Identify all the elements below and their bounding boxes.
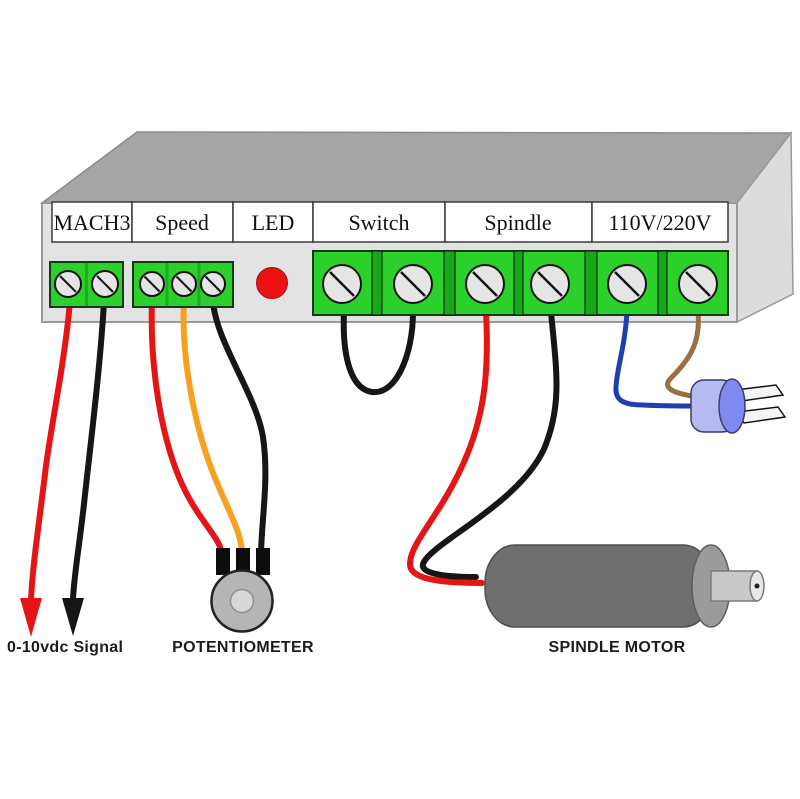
panel-label-spindle: Spindle — [484, 210, 551, 235]
screw-slot-icon — [59, 275, 77, 293]
arrowhead-black-icon — [62, 598, 84, 636]
panel-section-switch — [312, 201, 446, 243]
caption-spindle-motor: SPINDLE MOTOR — [549, 639, 686, 656]
screw-slot-icon — [175, 275, 193, 293]
wire-spindle-black — [419, 309, 560, 580]
panel-label-led: LED — [252, 210, 295, 235]
wire-mach3-red — [28, 299, 73, 602]
wire-spindle-red — [407, 309, 490, 586]
wire-speed-black — [210, 299, 269, 556]
wire-mach3-black — [70, 299, 107, 602]
caption-signal: 0-10vdc Signal — [7, 639, 123, 656]
led-indicator — [256, 267, 288, 299]
spindle-motor-body — [484, 544, 714, 628]
chassis-top-face — [39, 131, 793, 204]
terminal-blocks — [49, 250, 729, 316]
potentiometer-terminal — [236, 548, 250, 575]
terminal-separator — [513, 250, 524, 316]
power-plug-cap — [718, 378, 746, 434]
screw-slot-icon — [400, 271, 426, 297]
panel-section-mach3 — [51, 201, 133, 243]
power-plug — [690, 378, 787, 434]
terminal-separator — [443, 250, 456, 316]
wire-power-blue — [613, 309, 699, 409]
spindle-motor — [484, 544, 765, 628]
panel-label-mach3: MACH3 — [53, 210, 130, 235]
panel-section-power — [591, 201, 729, 243]
screw-slot-icon — [143, 275, 161, 293]
screw-slot-icon — [685, 271, 711, 297]
potentiometer-shaft — [229, 588, 255, 614]
panel-section-speed — [131, 201, 234, 243]
wire-power-brown — [665, 309, 701, 399]
wires — [20, 299, 701, 637]
screw-slot-icon — [96, 275, 114, 293]
wire-speed-red — [148, 299, 225, 556]
arrowhead-red-icon — [20, 598, 42, 637]
screw-slot-icon — [472, 271, 498, 297]
spindle-motor-shaft-center — [754, 583, 760, 589]
terminal-separator — [371, 250, 383, 316]
panel-label-strip: MACH3 Speed LED Switch Spindle 110V/220V — [51, 201, 729, 243]
caption-potentiometer: POTENTIOMETER — [172, 639, 314, 656]
screw-slot-icon — [204, 275, 222, 293]
wire-switch-jumper — [340, 308, 416, 396]
screw-slot-icon — [329, 271, 355, 297]
terminal-separator — [657, 250, 668, 316]
screw-slot-icon — [537, 271, 563, 297]
panel-label-switch: Switch — [348, 210, 409, 235]
terminal-screws-small — [54, 270, 226, 298]
wire-speed-orange — [180, 299, 245, 556]
screw-slot-icon — [614, 271, 640, 297]
potentiometer-terminal — [216, 548, 230, 575]
potentiometer-terminal — [256, 548, 270, 575]
terminal-screws-large — [322, 264, 718, 304]
potentiometer — [210, 548, 274, 633]
terminal-separator — [584, 250, 598, 316]
panel-label-speed: Speed — [155, 210, 209, 235]
panel-label-power: 110V/220V — [608, 210, 711, 235]
